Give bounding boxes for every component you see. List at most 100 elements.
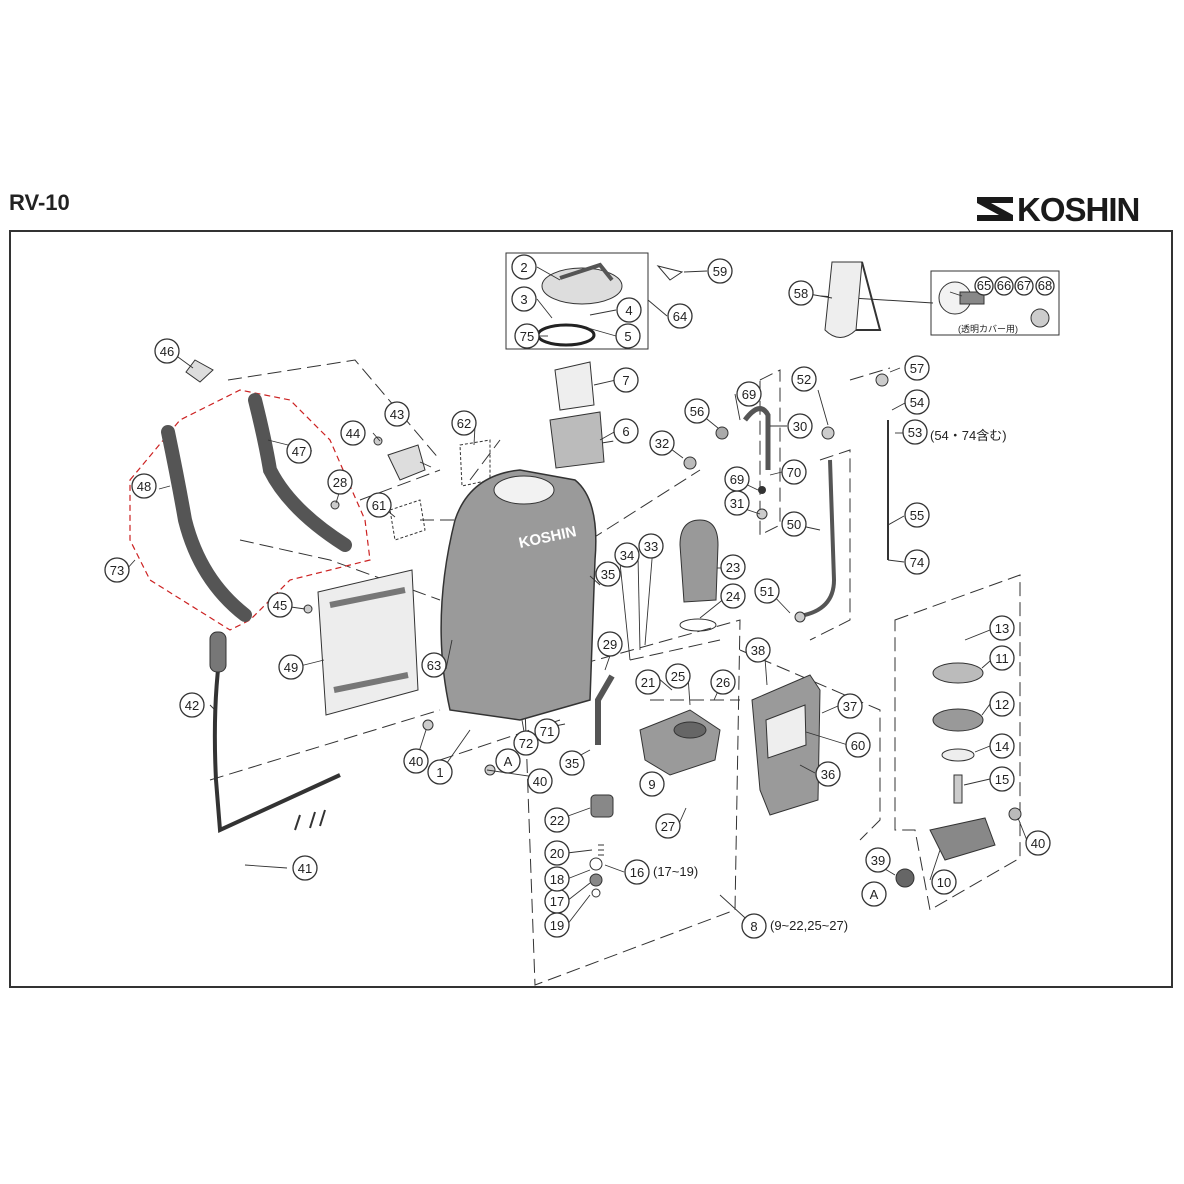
svg-text:38: 38 [751, 643, 765, 658]
pins-41 [294, 809, 326, 831]
svg-text:22: 22 [550, 813, 564, 828]
svg-text:60: 60 [851, 738, 865, 753]
callout-66: 66 [994, 276, 1014, 296]
callout-64: 64 [667, 303, 693, 329]
callout-61: 61 [366, 492, 392, 518]
svg-text:2: 2 [520, 260, 527, 275]
svg-text:7: 7 [622, 373, 629, 388]
koshin-logo-text: KOSHIN [1017, 191, 1140, 228]
svg-text:52: 52 [797, 372, 811, 387]
svg-text:75: 75 [520, 329, 534, 344]
callout-43: 43 [384, 401, 410, 427]
callout-39: 39 [865, 847, 891, 873]
svg-text:47: 47 [292, 444, 306, 459]
callout-56: 56 [684, 398, 710, 424]
callout-40b: 40 [527, 768, 553, 794]
plate-14 [941, 748, 975, 762]
callout-25: 25 [665, 663, 691, 689]
lever-grip [209, 631, 227, 673]
svg-text:69: 69 [730, 472, 744, 487]
svg-text:58: 58 [794, 286, 808, 301]
svg-text:71: 71 [540, 724, 554, 739]
callout-33: 33 [638, 533, 664, 559]
washer-32 [683, 456, 697, 470]
main-tank [440, 469, 597, 721]
bracket-plate-43 [387, 444, 426, 481]
shoulder-strap-right [248, 393, 352, 552]
tank-cap [541, 267, 623, 305]
model-name: RV-10 [9, 190, 70, 215]
callout-7: 7 [613, 367, 639, 393]
callout-63: 63 [421, 652, 447, 678]
callout-20: 20 [544, 840, 570, 866]
callout-10: 10 [931, 869, 957, 895]
svg-text:26: 26 [716, 675, 730, 690]
svg-text:56: 56 [690, 404, 704, 419]
joint-52 [821, 426, 835, 440]
pump-body [639, 709, 721, 776]
svg-text:33: 33 [644, 539, 658, 554]
pump-group-outline [523, 619, 741, 986]
strainer-7 [554, 361, 595, 411]
bolt-40-right [1008, 807, 1022, 821]
harness-outline [129, 389, 371, 631]
svg-text:30: 30 [793, 419, 807, 434]
callout-47: 47 [286, 438, 312, 464]
svg-text:40: 40 [1031, 836, 1045, 851]
callout-35b: 35 [559, 750, 585, 776]
svg-text:46: 46 [160, 344, 174, 359]
svg-text:53: 53 [908, 425, 922, 440]
callout-54: 54 [904, 389, 930, 415]
callout-3: 3 [511, 286, 537, 312]
svg-text:A: A [870, 887, 879, 902]
svg-text:23: 23 [726, 560, 740, 575]
svg-text:54: 54 [910, 395, 924, 410]
lever-handle [212, 639, 341, 834]
svg-text:5: 5 [624, 329, 631, 344]
callout-18: 18 [544, 866, 570, 892]
callout-60: 60 [845, 732, 871, 758]
callout-65: 65 [974, 276, 994, 296]
callout-12: 12 [989, 691, 1015, 717]
ring-69 [758, 486, 766, 494]
callout-58: 58 [788, 280, 814, 306]
svg-text:39: 39 [871, 853, 885, 868]
callout-75: 75 [514, 323, 540, 349]
callout-4: 4 [616, 297, 642, 323]
shaft-15 [953, 774, 963, 804]
svg-text:37: 37 [843, 699, 857, 714]
base-10 [929, 817, 996, 861]
callout-23: 23 [720, 554, 746, 580]
callout-19: 19 [544, 912, 570, 938]
svg-text:4: 4 [625, 303, 632, 318]
svg-text:18: 18 [550, 872, 564, 887]
svg-text:67: 67 [1017, 278, 1031, 293]
callout-45: 45 [267, 592, 293, 618]
svg-text:45: 45 [273, 598, 287, 613]
callout-36: 36 [815, 761, 841, 787]
hose-30 [743, 406, 771, 470]
callout-51: 51 [754, 578, 780, 604]
fitting-56 [715, 426, 729, 440]
svg-text:40: 40 [409, 754, 423, 769]
svg-text:63: 63 [427, 658, 441, 673]
callout-15: 15 [989, 766, 1015, 792]
bolt-40-left [422, 719, 434, 731]
note-cover: (透明カバー用) [958, 324, 1018, 334]
svg-text:21: 21 [641, 675, 655, 690]
svg-text:15: 15 [995, 772, 1009, 787]
svg-text:8: 8 [750, 919, 757, 934]
shoulder-strap-left [161, 425, 252, 622]
strainer-6 [549, 411, 605, 469]
svg-text:1: 1 [436, 765, 443, 780]
svg-text:27: 27 [661, 819, 675, 834]
screw-44 [373, 436, 383, 446]
gear-39 [895, 868, 915, 888]
svg-text:16: 16 [630, 865, 644, 880]
svg-text:19: 19 [550, 918, 564, 933]
callout-50: 50 [781, 511, 807, 537]
pressure-chamber [679, 519, 719, 603]
svg-text:20: 20 [550, 846, 564, 861]
callout-69b: 69 [724, 466, 750, 492]
svg-text:29: 29 [603, 637, 617, 652]
